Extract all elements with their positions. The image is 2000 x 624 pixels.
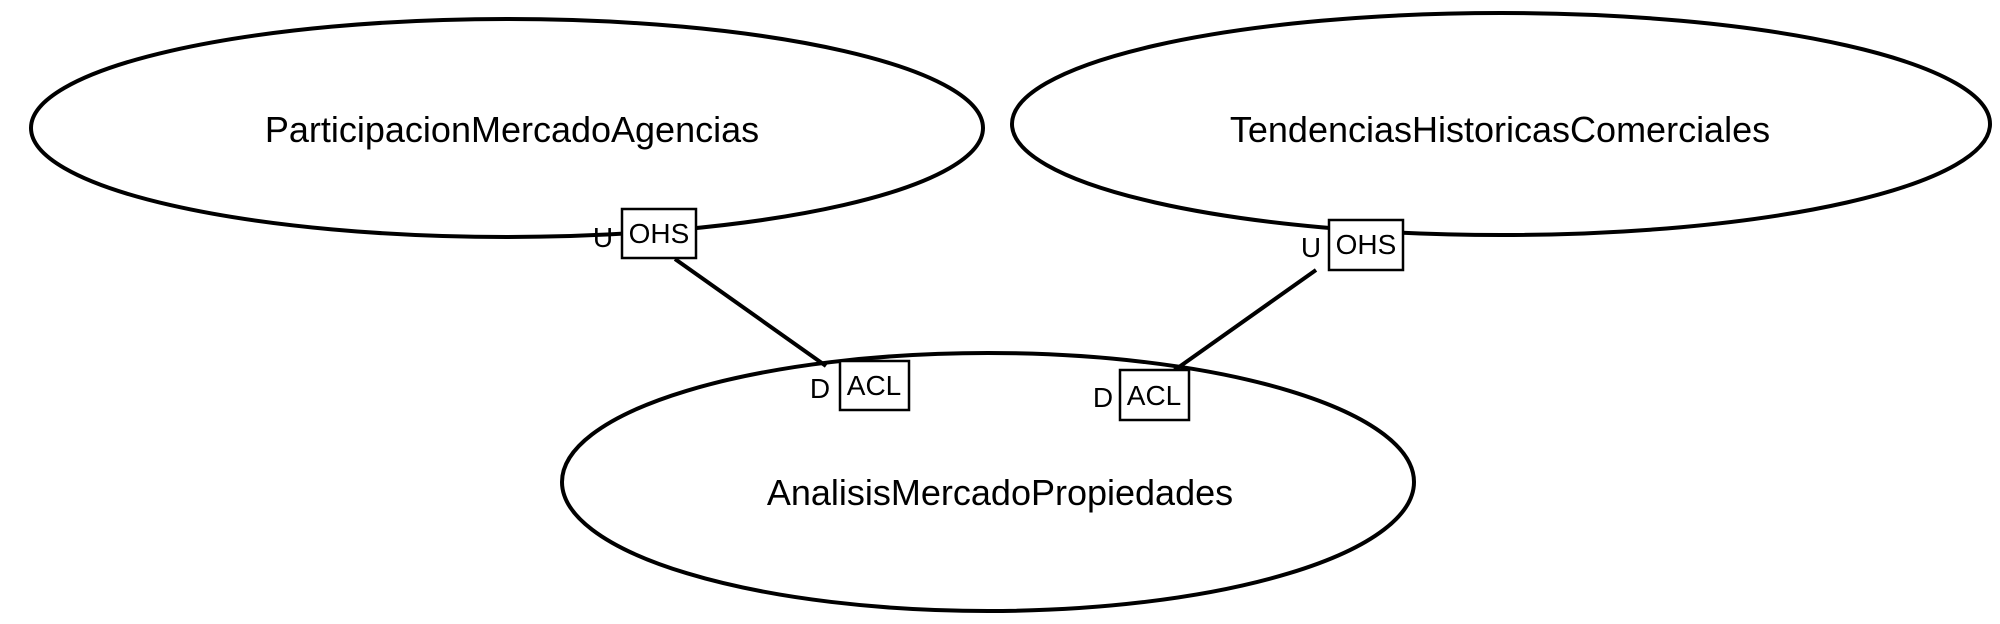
- relation-line: [673, 257, 828, 368]
- downstream-pattern-label: ACL: [1127, 380, 1181, 411]
- context-name: TendenciasHistoricasComerciales: [1230, 109, 1770, 150]
- downstream-pattern-box: [1118, 368, 1191, 422]
- relation-participacion-to-analisis[interactable]: U OHS D ACL: [593, 207, 911, 412]
- context-name: AnalisisMercadoPropiedades: [767, 472, 1233, 513]
- context-tendencias-historicas-comerciales[interactable]: TendenciasHistoricasComerciales: [1010, 11, 1992, 237]
- upstream-role-label: U: [1301, 232, 1321, 263]
- context-analisis-mercado-propiedades[interactable]: AnalisisMercadoPropiedades: [560, 351, 1416, 613]
- relation-tendencias-to-analisis[interactable]: U OHS D ACL: [1093, 218, 1405, 422]
- upstream-role-label: U: [593, 222, 613, 253]
- upstream-pattern-label: OHS: [629, 218, 690, 249]
- upstream-pattern-label: OHS: [1336, 229, 1397, 260]
- upstream-pattern-box: [620, 207, 698, 260]
- downstream-pattern-box: [838, 359, 911, 412]
- downstream-role-label: D: [1093, 382, 1113, 413]
- context-ellipse: [29, 17, 985, 239]
- downstream-role-label: D: [810, 373, 830, 404]
- context-ellipse: [1010, 11, 1992, 237]
- downstream-pattern-label: ACL: [847, 370, 901, 401]
- context-participacion-mercado-agencias[interactable]: ParticipacionMercadoAgencias: [29, 17, 985, 239]
- upstream-pattern-box: [1327, 218, 1405, 272]
- context-name: ParticipacionMercadoAgencias: [265, 109, 759, 150]
- context-ellipse: [560, 351, 1416, 613]
- relation-line: [1170, 268, 1318, 374]
